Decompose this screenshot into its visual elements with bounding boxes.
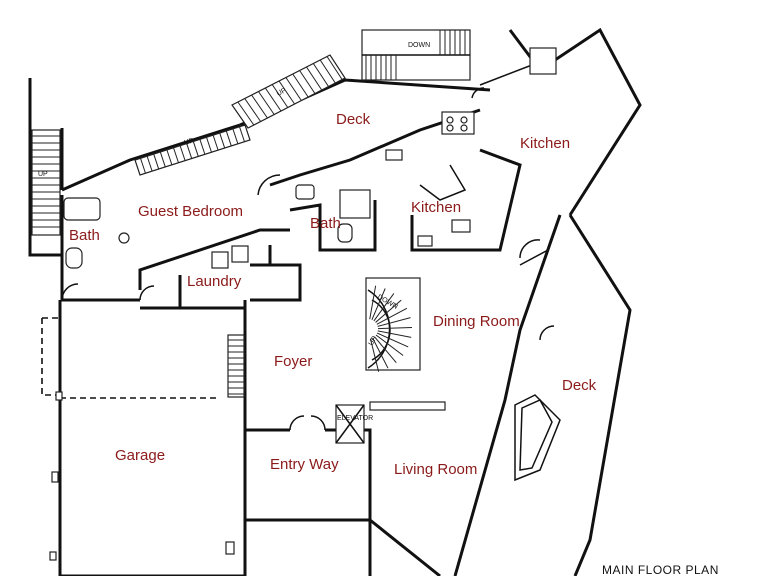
stair-tread bbox=[192, 141, 199, 157]
room-label-bath-left: Bath bbox=[69, 227, 100, 244]
stair-label-down-top: DOWN bbox=[408, 42, 430, 49]
bath-fixtures bbox=[63, 184, 371, 269]
stair-tread bbox=[326, 56, 343, 80]
stair-tread bbox=[306, 66, 323, 91]
laundry-fixtures bbox=[211, 245, 249, 269]
wet-bar bbox=[385, 149, 403, 161]
spiral-stair: DOWN UP bbox=[365, 277, 421, 372]
stair-tread bbox=[319, 59, 336, 84]
stair-tread bbox=[251, 94, 268, 119]
stair-tread bbox=[369, 338, 380, 372]
stair-tread bbox=[239, 126, 245, 142]
room-label-garage: Garage bbox=[115, 447, 165, 464]
stair-tread bbox=[199, 139, 206, 155]
dryer bbox=[231, 245, 249, 263]
kitchen-fixtures bbox=[385, 111, 475, 247]
exterior-walls bbox=[28, 27, 642, 576]
stair-tread bbox=[173, 147, 179, 163]
room-labels: Deck Kitchen Kitchen Guest Bedroom Bath … bbox=[69, 111, 597, 478]
stair-tread bbox=[369, 285, 377, 320]
stair-tread bbox=[312, 63, 329, 87]
stair-tread bbox=[375, 334, 404, 356]
stair-tread bbox=[375, 299, 402, 323]
room-label-guest-bedroom: Guest Bedroom bbox=[138, 203, 243, 220]
stair-tread bbox=[206, 137, 212, 153]
deck-railing bbox=[514, 47, 561, 482]
stair-tread bbox=[376, 307, 408, 325]
room-label-deck-top: Deck bbox=[336, 111, 371, 128]
stair-label-up-hall: UP bbox=[183, 137, 195, 147]
kitchen-sink bbox=[451, 219, 471, 233]
plan-title: MAIN FLOOR PLAN bbox=[602, 563, 719, 576]
cooktop bbox=[441, 111, 475, 135]
stair-tread bbox=[377, 317, 411, 327]
elevator-label: ELEVATOR bbox=[337, 415, 373, 422]
bathtub-left bbox=[63, 197, 101, 221]
elevator: ELEVATOR bbox=[335, 401, 446, 444]
room-label-deck-right: Deck bbox=[562, 377, 597, 394]
stair-tread bbox=[146, 155, 153, 172]
stair-tread bbox=[225, 130, 232, 147]
ground-markers bbox=[49, 391, 235, 561]
stair-tread bbox=[237, 101, 255, 126]
stair-tread bbox=[374, 336, 397, 364]
stair-tread bbox=[292, 73, 309, 98]
room-label-bath-center: Bath bbox=[310, 215, 341, 232]
sink-center bbox=[295, 184, 315, 200]
stair-tread bbox=[244, 98, 262, 122]
stair-tread bbox=[373, 293, 395, 322]
stair-tread bbox=[219, 132, 226, 149]
stair-tread bbox=[377, 326, 412, 330]
garage-door bbox=[41, 317, 220, 399]
toilet-left bbox=[65, 247, 83, 269]
stair-tread bbox=[264, 87, 282, 112]
room-label-entry-way: Entry Way bbox=[270, 456, 339, 473]
room-label-laundry: Laundry bbox=[187, 273, 242, 290]
stair-tread bbox=[153, 153, 160, 170]
room-label-foyer: Foyer bbox=[274, 353, 312, 370]
stair-tread bbox=[376, 332, 409, 348]
stair-tread bbox=[271, 84, 289, 108]
washer bbox=[211, 251, 229, 269]
stair-tread bbox=[371, 288, 386, 320]
room-label-kitchen-upper: Kitchen bbox=[520, 135, 570, 152]
stair-tread bbox=[166, 149, 173, 166]
stair-tread bbox=[285, 77, 302, 101]
dishwasher bbox=[417, 235, 433, 247]
shower-center bbox=[339, 189, 371, 219]
stair-tread bbox=[299, 70, 316, 94]
stair-label-up-deck: UP bbox=[276, 87, 288, 98]
stair-tread bbox=[212, 134, 219, 151]
stair-tread bbox=[377, 330, 412, 338]
stairs-left: UP bbox=[31, 129, 61, 236]
stair-tread bbox=[258, 91, 275, 115]
stair-tread bbox=[140, 158, 146, 174]
stair-tread bbox=[372, 337, 389, 369]
stairs-foyer bbox=[227, 334, 245, 398]
stair-tread bbox=[159, 151, 166, 168]
doors bbox=[61, 87, 555, 431]
stair-tread bbox=[232, 128, 239, 145]
stair-tread bbox=[179, 145, 186, 161]
room-label-dining-room: Dining Room bbox=[433, 313, 520, 330]
stair-label-up-spiral: UP bbox=[368, 335, 379, 347]
stairs-hall: UP bbox=[134, 124, 251, 176]
stair-label-up-left: UP bbox=[38, 171, 48, 178]
stair-tread bbox=[186, 143, 193, 159]
stairs-down-top: DOWN bbox=[361, 29, 471, 81]
stair-tread bbox=[278, 80, 295, 105]
toilet-center bbox=[337, 223, 353, 243]
stairs-deck: UP bbox=[231, 54, 346, 129]
room-label-kitchen-inner: Kitchen bbox=[411, 199, 461, 216]
room-label-living-room: Living Room bbox=[394, 461, 477, 478]
sink-left bbox=[118, 232, 130, 244]
